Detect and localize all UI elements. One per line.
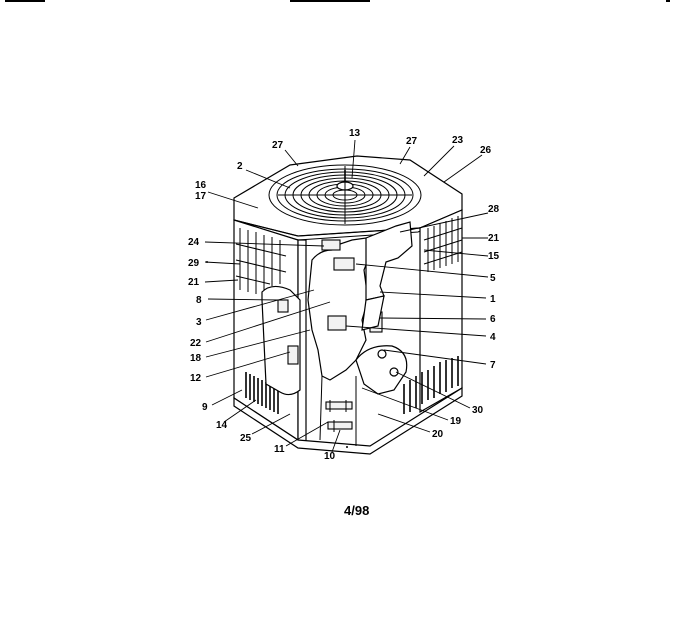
service-valves xyxy=(325,400,353,432)
label-13: 13 xyxy=(349,128,361,139)
compressor xyxy=(355,345,408,395)
label-25: 25 xyxy=(240,433,252,444)
component-4 xyxy=(327,315,347,331)
label-24: 24 xyxy=(188,237,200,248)
label-2: 2 xyxy=(237,161,243,172)
fan-grille xyxy=(268,164,422,226)
label-27-right: 27 xyxy=(406,136,418,147)
label-11: 11 xyxy=(274,444,285,455)
label-12: 12 xyxy=(190,373,202,384)
label-15: 15 xyxy=(488,251,500,262)
label-22: 22 xyxy=(190,338,202,349)
component-5 xyxy=(333,257,355,271)
control-box-cover xyxy=(261,285,301,396)
label-16: 16 xyxy=(195,180,207,191)
label-18: 18 xyxy=(190,353,202,364)
condenser-unit xyxy=(233,155,463,455)
label-30: 30 xyxy=(472,405,484,416)
label-6: 6 xyxy=(490,314,496,325)
label-27-left: 27 xyxy=(272,140,284,151)
top-panel xyxy=(233,155,463,237)
label-28: 28 xyxy=(488,204,500,215)
label-8: 8 xyxy=(196,295,202,306)
top-edge-marks xyxy=(5,0,670,2)
label-21-left: 21 xyxy=(188,277,200,288)
label-7: 7 xyxy=(490,360,496,371)
base-pan xyxy=(233,386,463,455)
left-coil-grid xyxy=(235,228,287,294)
label-26: 26 xyxy=(480,145,492,156)
part-number-labels: 27 13 27 23 2 26 16 17 28 24 21 29 15 21… xyxy=(188,128,500,462)
leader-lines xyxy=(204,139,489,453)
date-code: 4/98 xyxy=(344,503,370,518)
label-5: 5 xyxy=(490,273,496,284)
label-23: 23 xyxy=(452,135,464,146)
component-24 xyxy=(321,239,341,251)
label-10: 10 xyxy=(324,451,336,462)
label-9: 9 xyxy=(202,402,208,413)
label-29: 29 xyxy=(188,258,200,269)
label-17: 17 xyxy=(195,191,207,202)
label-14: 14 xyxy=(216,420,228,431)
label-3: 3 xyxy=(196,317,202,328)
bottom-louvers xyxy=(245,356,459,414)
right-coil-grid xyxy=(423,216,463,272)
label-20: 20 xyxy=(432,429,444,440)
label-21-right: 21 xyxy=(488,233,500,244)
label-1: 1 xyxy=(490,294,496,305)
right-side-panel xyxy=(419,209,463,414)
label-4: 4 xyxy=(490,332,496,343)
label-19: 19 xyxy=(450,416,462,427)
